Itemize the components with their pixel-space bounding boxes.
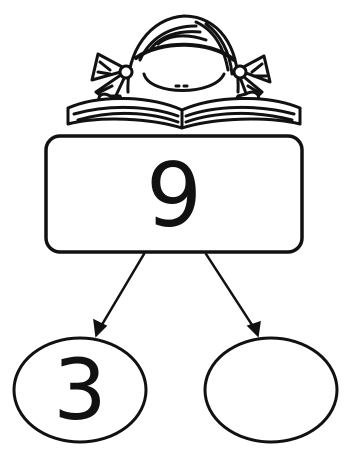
connector-lines xyxy=(94,254,260,336)
left-connector-arrow xyxy=(100,254,144,328)
right-connector-arrow xyxy=(206,254,254,328)
right-arrowhead xyxy=(248,322,260,336)
girl-reading-book-icon xyxy=(68,16,300,128)
part-right-number[interactable] xyxy=(204,338,338,442)
whole-number: 9 xyxy=(46,140,302,252)
part-left-number: 3 xyxy=(12,338,148,442)
